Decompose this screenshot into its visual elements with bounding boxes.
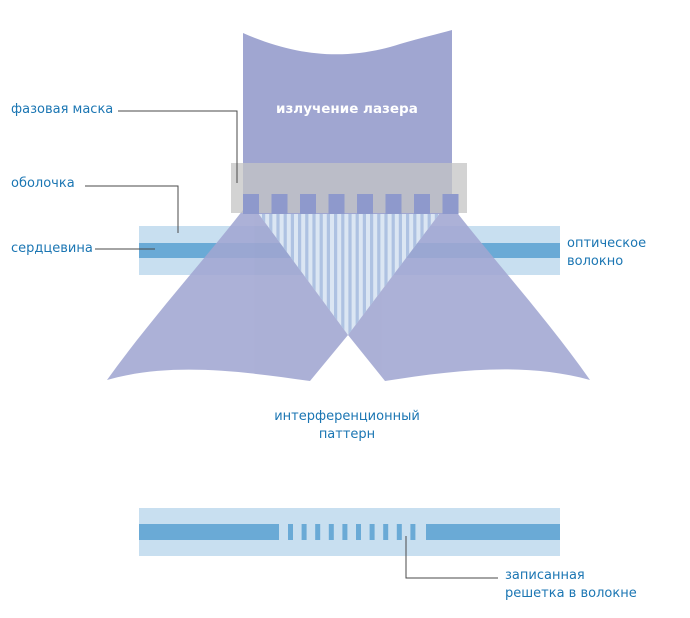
grating-index-mark — [369, 524, 375, 540]
interference-fringe — [384, 213, 388, 335]
grating-fiber-core-left — [139, 524, 279, 540]
interference-fringe — [391, 213, 395, 335]
interference-fringe — [355, 213, 359, 335]
phase-mask-tooth — [300, 194, 316, 214]
phase-mask-tooth — [414, 194, 430, 214]
grating-index-mark — [315, 524, 321, 540]
leader-lines — [85, 110, 498, 579]
grating-index-mark — [383, 524, 389, 540]
interference-pattern-label-line1: интерференционный — [274, 409, 420, 424]
interference-pattern-label: интерференционный паттерн — [262, 408, 432, 444]
interference-fringe — [312, 213, 316, 335]
phase-mask-tooth — [243, 194, 259, 214]
phase-mask-label: фазовая маска — [11, 102, 114, 117]
grating-index-mark — [410, 524, 416, 540]
interference-fringe — [348, 213, 352, 335]
interference-fringe — [341, 213, 345, 335]
interference-fringe — [305, 213, 309, 335]
leader-cladding — [85, 185, 179, 233]
leader-phase-mask — [118, 110, 238, 183]
interference-fringe — [319, 213, 323, 335]
grating-index-mark — [328, 524, 334, 540]
interference-pattern-label-line2: паттерн — [318, 427, 376, 442]
grating-index-mark — [342, 524, 348, 540]
cladding-label: оболочка — [11, 176, 75, 191]
grating-index-mark — [301, 524, 307, 540]
phase-mask-tooth — [385, 194, 402, 214]
written-grating-label-line2: решетка в волокне — [505, 586, 637, 601]
optical-fiber-label: оптическое волокно — [567, 235, 646, 271]
phase-mask-plate — [231, 163, 467, 213]
phase-mask-teeth — [243, 194, 459, 214]
core-label: сердцевина — [11, 241, 93, 256]
written-grating-label: записанная решетка в волокне — [505, 567, 637, 603]
interference-fringe — [362, 213, 366, 335]
written-grating-label-line1: записанная — [505, 568, 585, 583]
grating-fiber-core-right — [426, 524, 560, 540]
interference-fringe — [326, 213, 330, 335]
optical-fiber-label-line2: волокно — [567, 254, 624, 269]
grating-index-mark — [356, 524, 361, 540]
phase-mask-tooth — [271, 194, 288, 214]
optical-fiber-label-line1: оптическое — [567, 236, 647, 251]
interference-fringe — [377, 213, 381, 335]
phase-mask-tooth — [442, 194, 459, 214]
interference-fringe — [370, 213, 374, 335]
phase-mask — [231, 163, 467, 214]
grating-index-mark — [396, 524, 402, 540]
grating-index-marks — [288, 524, 416, 540]
phase-mask-tooth — [357, 194, 373, 214]
leader-written-grating — [405, 536, 498, 579]
written-grating-fiber — [139, 508, 560, 556]
interference-fringe — [334, 213, 338, 335]
phase-mask-tooth — [328, 194, 345, 214]
laser-radiation-label: излучение лазера — [276, 101, 418, 117]
grating-index-mark — [288, 524, 293, 540]
